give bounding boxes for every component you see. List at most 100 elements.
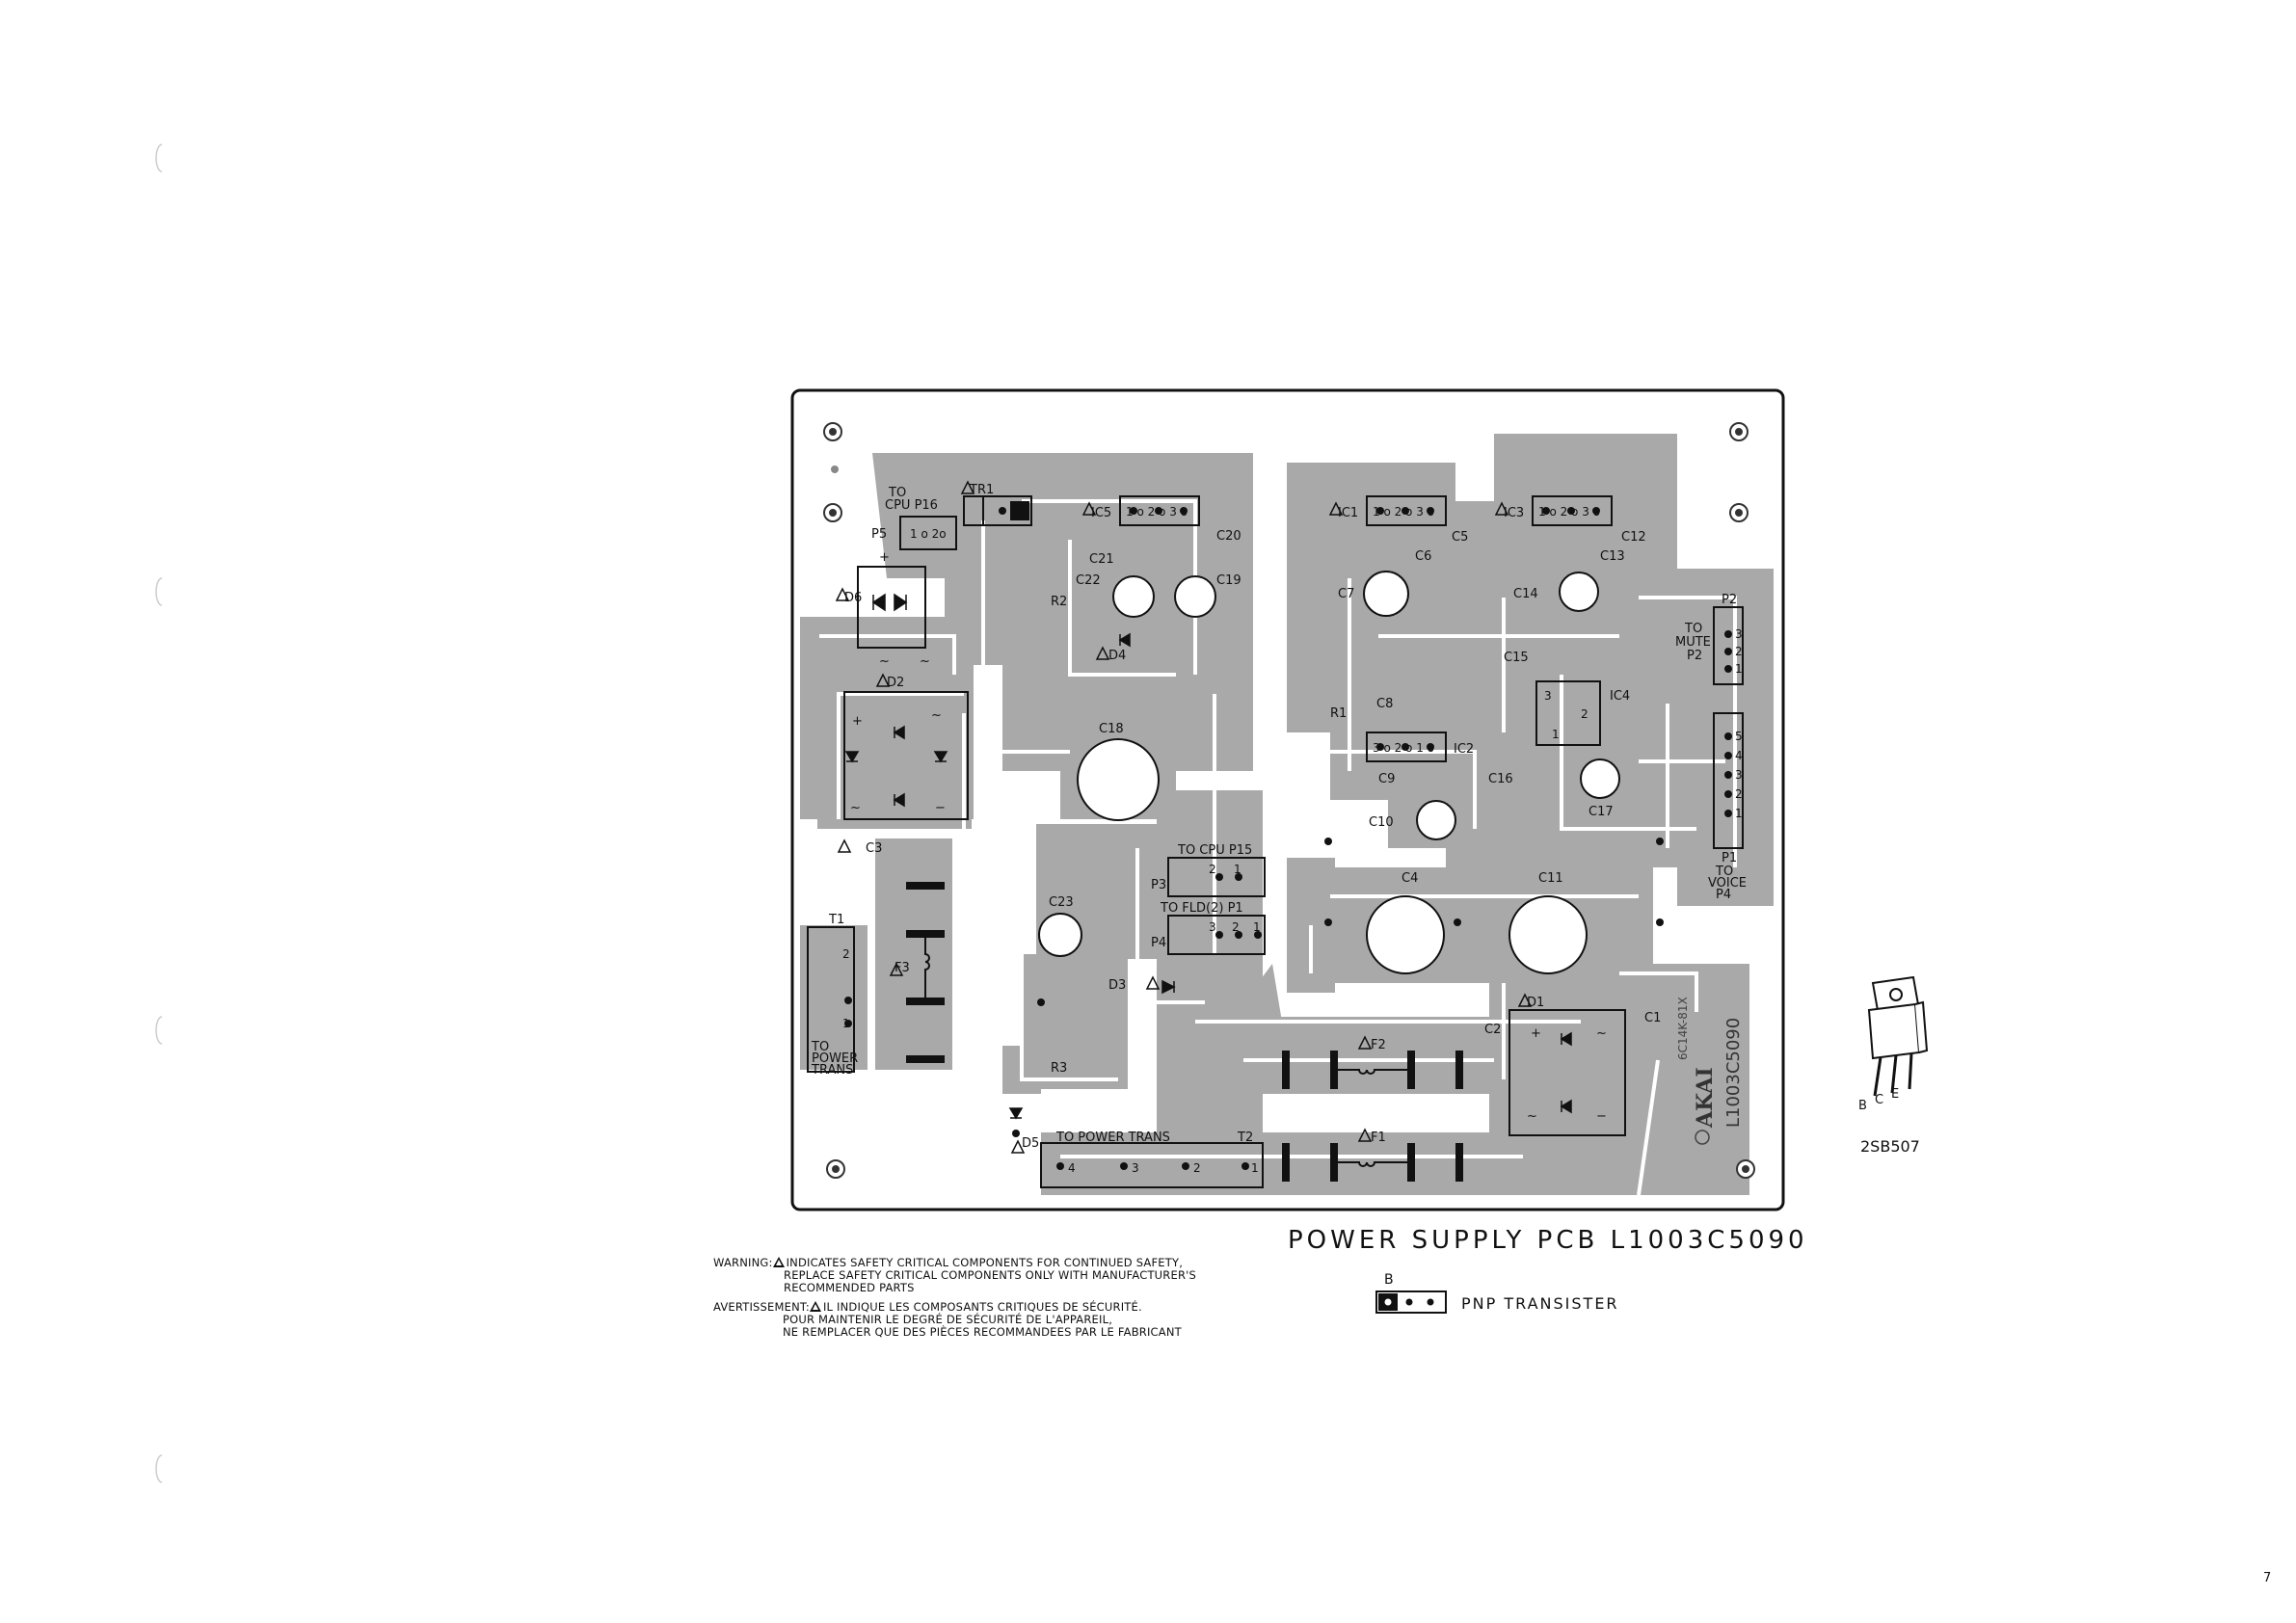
board-part-number: L1003C5090 — [1723, 1018, 1744, 1128]
page-number: 7 — [2263, 1571, 2272, 1585]
p1-pin-3: 3 — [1735, 768, 1743, 782]
t1-pin-1: 1 — [842, 1017, 850, 1030]
d6-plus: + — [879, 550, 890, 565]
label-c1: C1 — [1644, 1011, 1661, 1025]
p4-pin-3: 3 — [1209, 920, 1216, 934]
warning-en-line1: INDICATES SAFETY CRITICAL COMPONENTS FOR… — [786, 1256, 1184, 1269]
warning-triangle-icon — [1145, 975, 1161, 990]
p1-pin-2: 2 — [1735, 787, 1743, 801]
label-c4: C4 — [1402, 871, 1418, 886]
warning-french: AVERTISSEMENT: IL INDIQUE LES COMPOSANTS … — [713, 1300, 1182, 1339]
electrolytic-capacitors — [1038, 571, 1620, 974]
warning-triangle-icon — [1010, 1139, 1026, 1154]
label-p1: P1 — [1722, 851, 1737, 865]
label-c19: C19 — [1216, 573, 1241, 588]
capacitor-c11-icon — [1508, 895, 1588, 974]
board-marking: AKAI L1003C5090 6C14K-81X — [1676, 997, 1744, 1129]
warning-triangle-icon — [837, 838, 852, 853]
pnp-base-label: B — [1384, 1272, 1394, 1288]
label-ic2: IC2 — [1454, 742, 1474, 757]
p2-outline — [1713, 606, 1744, 685]
transistor-pin-c-label: C — [1875, 1093, 1884, 1107]
ic4-pin-2: 2 — [1581, 707, 1589, 721]
copper-traces — [800, 434, 1774, 1195]
label-f3: F3 — [894, 961, 910, 975]
ic2-outline — [1366, 732, 1447, 762]
warning-triangle-icon — [835, 587, 850, 601]
warning-triangle-icon — [1517, 993, 1533, 1007]
label-c17: C17 — [1589, 805, 1614, 819]
label-c8: C8 — [1376, 697, 1393, 711]
label-t1: T1 — [828, 913, 844, 927]
warning-triangle-icon — [1095, 646, 1110, 660]
ic3-outline — [1532, 495, 1613, 526]
to-voice-line2: VOICE — [1708, 876, 1747, 891]
d2-ac-bottom: ~ — [850, 801, 861, 815]
d6-ac-right: ~ — [920, 654, 930, 669]
warning-triangle-icon — [1357, 1035, 1373, 1050]
d2-bridge-outline — [843, 691, 969, 820]
capacitor-c23-icon — [1038, 913, 1082, 957]
label-c2: C2 — [1484, 1023, 1501, 1037]
t2-pin-2: 2 — [1193, 1161, 1201, 1175]
label-c12: C12 — [1621, 530, 1646, 545]
to-power-trans-bottom: TO POWER TRANS — [1055, 1131, 1170, 1145]
capacitor-c17-icon — [1580, 758, 1620, 799]
p5-outline — [899, 516, 957, 550]
capacitor-c22-icon — [1112, 575, 1155, 618]
pnp-legend-text: PNP TRANSISTER — [1461, 1294, 1619, 1313]
capacitor-c19-icon — [1174, 575, 1216, 618]
p3-pin-2: 2 — [1209, 863, 1216, 876]
diagram-title: POWER SUPPLY PCB L1003C5090 — [1288, 1226, 1808, 1255]
transistor-pin-b-label: B — [1858, 1099, 1867, 1113]
p4-pin-2: 2 — [1232, 920, 1240, 934]
ic4-pin-1: 1 — [1552, 728, 1560, 741]
label-d5: D5 — [1022, 1136, 1039, 1151]
t1-outline — [807, 926, 855, 1073]
solder-pads — [844, 507, 1732, 1170]
transistor-pin-e-label: E — [1891, 1087, 1900, 1102]
ic4-outline — [1535, 680, 1601, 746]
connector-labels: TO CPU P16 TO CPU P15 TO FLD(2) P1 TO MU… — [811, 486, 1747, 1145]
component-outlines — [807, 495, 1744, 1188]
p2-pin-3: 3 — [1735, 627, 1743, 641]
t1-pin-2: 2 — [842, 947, 850, 961]
d2-ac-top: ~ — [931, 708, 942, 723]
label-r3: R3 — [1051, 1061, 1067, 1076]
warning-triangle-icon — [1494, 501, 1509, 516]
ic2-pin-labels: 3 o 2 o 1 o — [1373, 741, 1434, 755]
p5-pin-labels: 1 o 2o — [910, 527, 947, 541]
label-c14: C14 — [1513, 587, 1538, 601]
label-c18: C18 — [1099, 722, 1124, 736]
d1-minus: − — [1596, 1109, 1607, 1124]
to-mute-line3: P2 — [1687, 649, 1702, 663]
warning-fr-label: AVERTISSEMENT: — [713, 1300, 810, 1314]
transistor-2sb507-drawing — [1867, 975, 1929, 1097]
warning-triangle-icon — [960, 480, 975, 494]
label-ic5: IC5 — [1091, 506, 1111, 520]
label-c16: C16 — [1488, 772, 1513, 786]
capacitor-c4-icon — [1366, 895, 1445, 974]
label-c5: C5 — [1452, 530, 1468, 545]
p3-outline — [1167, 857, 1266, 897]
p1-outline — [1713, 712, 1744, 849]
d6-bridge-outline — [857, 566, 926, 649]
to-power-trans-left-line1: TO — [811, 1040, 829, 1054]
d1-ac-top: ~ — [1596, 1026, 1607, 1041]
label-d3: D3 — [1108, 978, 1126, 993]
to-cpu-p16-line2: CPU P16 — [885, 498, 938, 513]
to-mute-line2: MUTE — [1675, 635, 1711, 650]
ic1-pin-labels: 1 o 2 o 3 o — [1373, 505, 1434, 519]
fuse-wires — [924, 938, 1407, 1167]
p3-pin-1: 1 — [1234, 863, 1241, 876]
label-c11: C11 — [1538, 871, 1563, 886]
warning-triangle-icon — [772, 1257, 785, 1267]
warning-fr-line1: IL INDIQUE LES COMPOSANTS CRITIQUES DE S… — [822, 1300, 1142, 1314]
to-cpu-p16-line1: TO — [888, 486, 906, 500]
to-power-trans-left-line3: TRANS — [811, 1063, 853, 1078]
trace-gaps — [819, 499, 1737, 1196]
t2-pin-4: 4 — [1068, 1161, 1076, 1175]
label-d6: D6 — [844, 591, 862, 605]
ic1-outline — [1366, 495, 1447, 526]
